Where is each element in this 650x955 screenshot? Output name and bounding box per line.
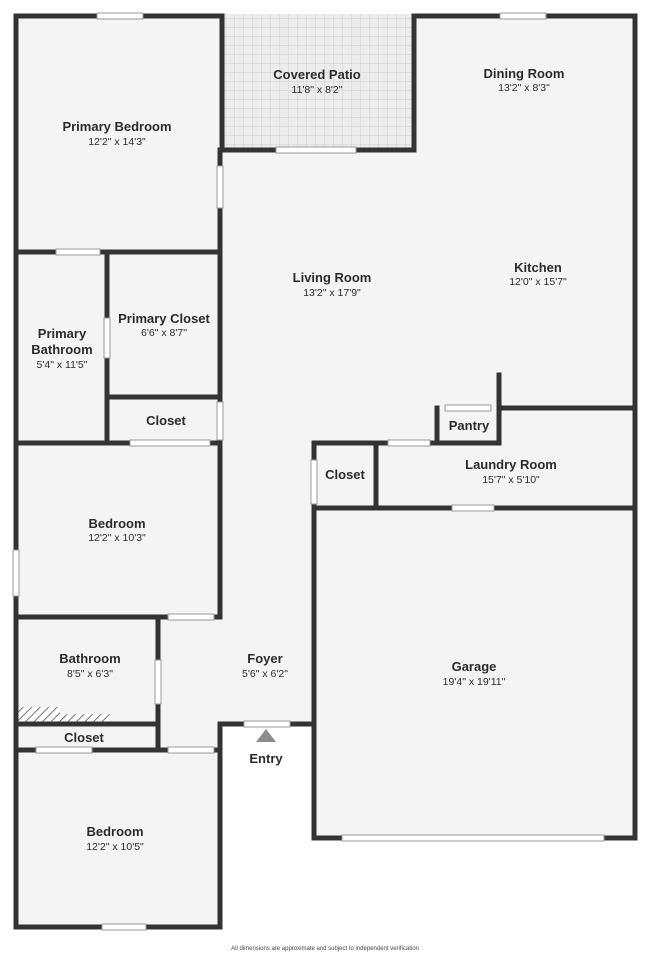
label-bedroom-lower: Bedroom [86, 824, 143, 839]
room-labels: Primary Bedroom 12'2" x 14'3" Covered Pa… [31, 66, 567, 853]
dim-laundry-room: 15'7" x 5'10" [482, 474, 540, 486]
dim-living-room: 13'2" x 17'9" [303, 287, 361, 299]
door-primary-bathroom [55, 248, 101, 256]
door-closet-upper [216, 401, 224, 441]
door-bedroom-middle-lower [167, 613, 215, 621]
dim-primary-closet: 6'6" x 8'7" [141, 327, 187, 339]
door-primary-closet [103, 317, 111, 359]
label-dining-room: Dining Room [484, 66, 565, 81]
door-primary-bedroom [216, 165, 224, 209]
dim-kitchen: 12'0" x 15'7" [509, 276, 567, 288]
door-bathroom [154, 659, 162, 705]
door-garage-interior [451, 504, 495, 512]
dim-bedroom-lower: 12'2" x 10'5" [86, 841, 144, 853]
dim-bedroom-middle: 12'2" x 10'3" [88, 532, 146, 544]
dim-bathroom: 8'5" x 6'3" [67, 668, 113, 680]
door-closet-mid [310, 459, 318, 505]
dim-covered-patio: 11'8" x 8'2" [292, 84, 343, 96]
label-kitchen: Kitchen [514, 260, 562, 275]
door-entry [243, 720, 291, 728]
openings [12, 12, 605, 931]
label-living-room: Living Room [293, 270, 372, 285]
label-primary-bedroom: Primary Bedroom [62, 119, 171, 134]
footnote: All dimensions are approximate and subje… [231, 946, 419, 952]
dim-primary-bathroom: 5'4" x 11'5" [37, 359, 88, 371]
dim-foyer: 5'6" x 6'2" [242, 668, 288, 680]
door-bedroom-lower [167, 746, 215, 754]
label-garage: Garage [452, 659, 497, 674]
garage-door [341, 834, 605, 842]
covered-patio-floor [222, 14, 414, 148]
dim-primary-bedroom: 12'2" x 14'3" [88, 136, 146, 148]
house-floor [16, 16, 635, 927]
label-closet-upper: Closet [146, 413, 186, 428]
window-dining-room [499, 12, 547, 20]
label-covered-patio: Covered Patio [273, 67, 360, 82]
label-primary-bathroom-line2: Bathroom [31, 342, 92, 357]
label-bedroom-middle: Bedroom [88, 516, 145, 531]
label-closet-mid: Closet [325, 467, 365, 482]
door-closet-lower [35, 746, 93, 754]
label-primary-bathroom-line1: Primary [38, 326, 87, 341]
label-bathroom: Bathroom [59, 651, 120, 666]
label-closet-lower: Closet [64, 730, 104, 745]
label-primary-closet: Primary Closet [118, 311, 210, 326]
door-pantry [444, 404, 492, 412]
window-bedroom-middle [12, 549, 20, 597]
floor-fills [16, 14, 635, 927]
door-bedroom-middle [129, 439, 211, 447]
label-pantry: Pantry [449, 418, 490, 433]
door-laundry [387, 439, 431, 447]
dim-dining-room: 13'2" x 8'3" [498, 82, 550, 94]
label-laundry-room: Laundry Room [465, 457, 557, 472]
door-patio [275, 146, 357, 154]
stair-hatch [17, 707, 110, 722]
label-entry: Entry [249, 751, 283, 766]
window-bedroom-lower [101, 923, 147, 931]
label-foyer: Foyer [247, 651, 282, 666]
dim-garage: 19'4" x 19'11" [443, 676, 506, 688]
window-primary-bedroom [96, 12, 144, 20]
entry-arrow-icon [256, 729, 276, 742]
